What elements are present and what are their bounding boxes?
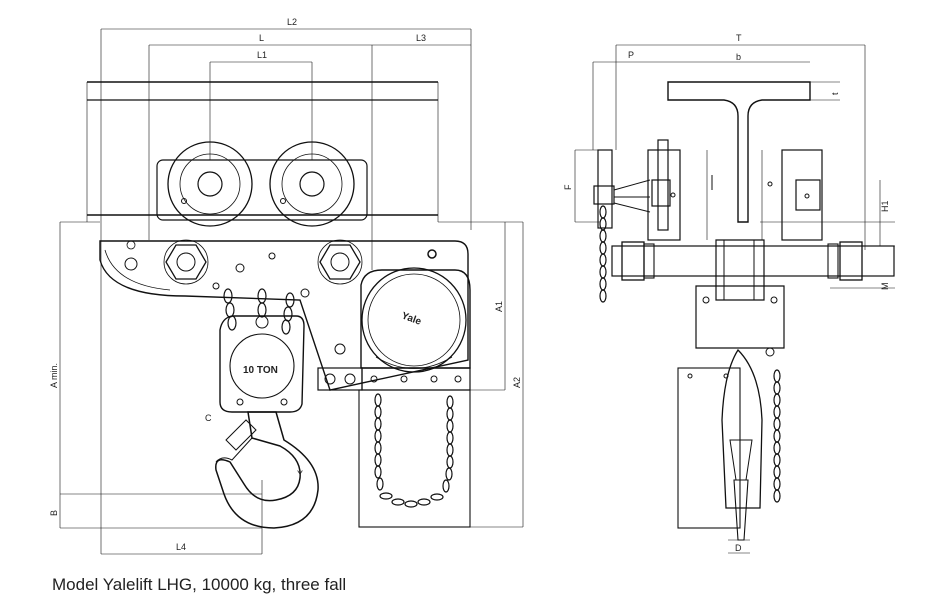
front-view [574, 44, 895, 554]
load-hook [215, 411, 319, 529]
beam-flange [86, 81, 439, 222]
front-side-plates [647, 149, 823, 241]
dim-label-t-upper: T [736, 33, 742, 43]
trolley-wheels [167, 141, 355, 227]
dim-label-l: L [259, 33, 264, 43]
gear-housing [317, 267, 471, 391]
dim-label-p: P [628, 50, 634, 60]
side-view [59, 28, 524, 555]
dim-label-t-flange: t [830, 92, 840, 95]
axle-nuts [163, 239, 363, 285]
dim-label-d: D [735, 543, 742, 553]
hand-chain [374, 393, 454, 508]
chain-guide [358, 389, 471, 528]
dim-label-l1: L1 [257, 50, 267, 60]
dim-label-c: C [205, 413, 212, 423]
dim-label-f: F [563, 184, 573, 190]
load-chain [223, 288, 295, 335]
hook-mark: Y [297, 469, 303, 479]
front-view-labels: T P b F H1 M t D [563, 33, 890, 553]
dim-label-h1: H1 [880, 200, 890, 212]
hoist-body-front [677, 239, 785, 541]
dim-label-a1: A1 [494, 301, 504, 312]
brand-logo-text: Yale [400, 310, 423, 327]
bottom-block [219, 315, 305, 413]
dim-label-a2: A2 [512, 377, 522, 388]
front-hand-chain [599, 205, 781, 503]
dim-label-m: M [880, 283, 890, 291]
dimension-lines [59, 28, 524, 555]
dim-label-b: B [49, 510, 59, 516]
dim-label-l3: L3 [416, 33, 426, 43]
figure-caption: Model Yalelift LHG, 10000 kg, three fall [52, 575, 347, 594]
dim-label-l4: L4 [176, 542, 186, 552]
trolley-side-plate [99, 159, 469, 391]
dim-label-l2: L2 [287, 17, 297, 27]
front-dimension-lines [574, 44, 895, 554]
dim-label-a-min: A min. [49, 363, 59, 388]
block-capacity-label: 10 TON [243, 365, 278, 376]
front-axle [611, 241, 895, 281]
i-beam [667, 81, 811, 223]
dim-label-b-width: b [736, 52, 741, 62]
